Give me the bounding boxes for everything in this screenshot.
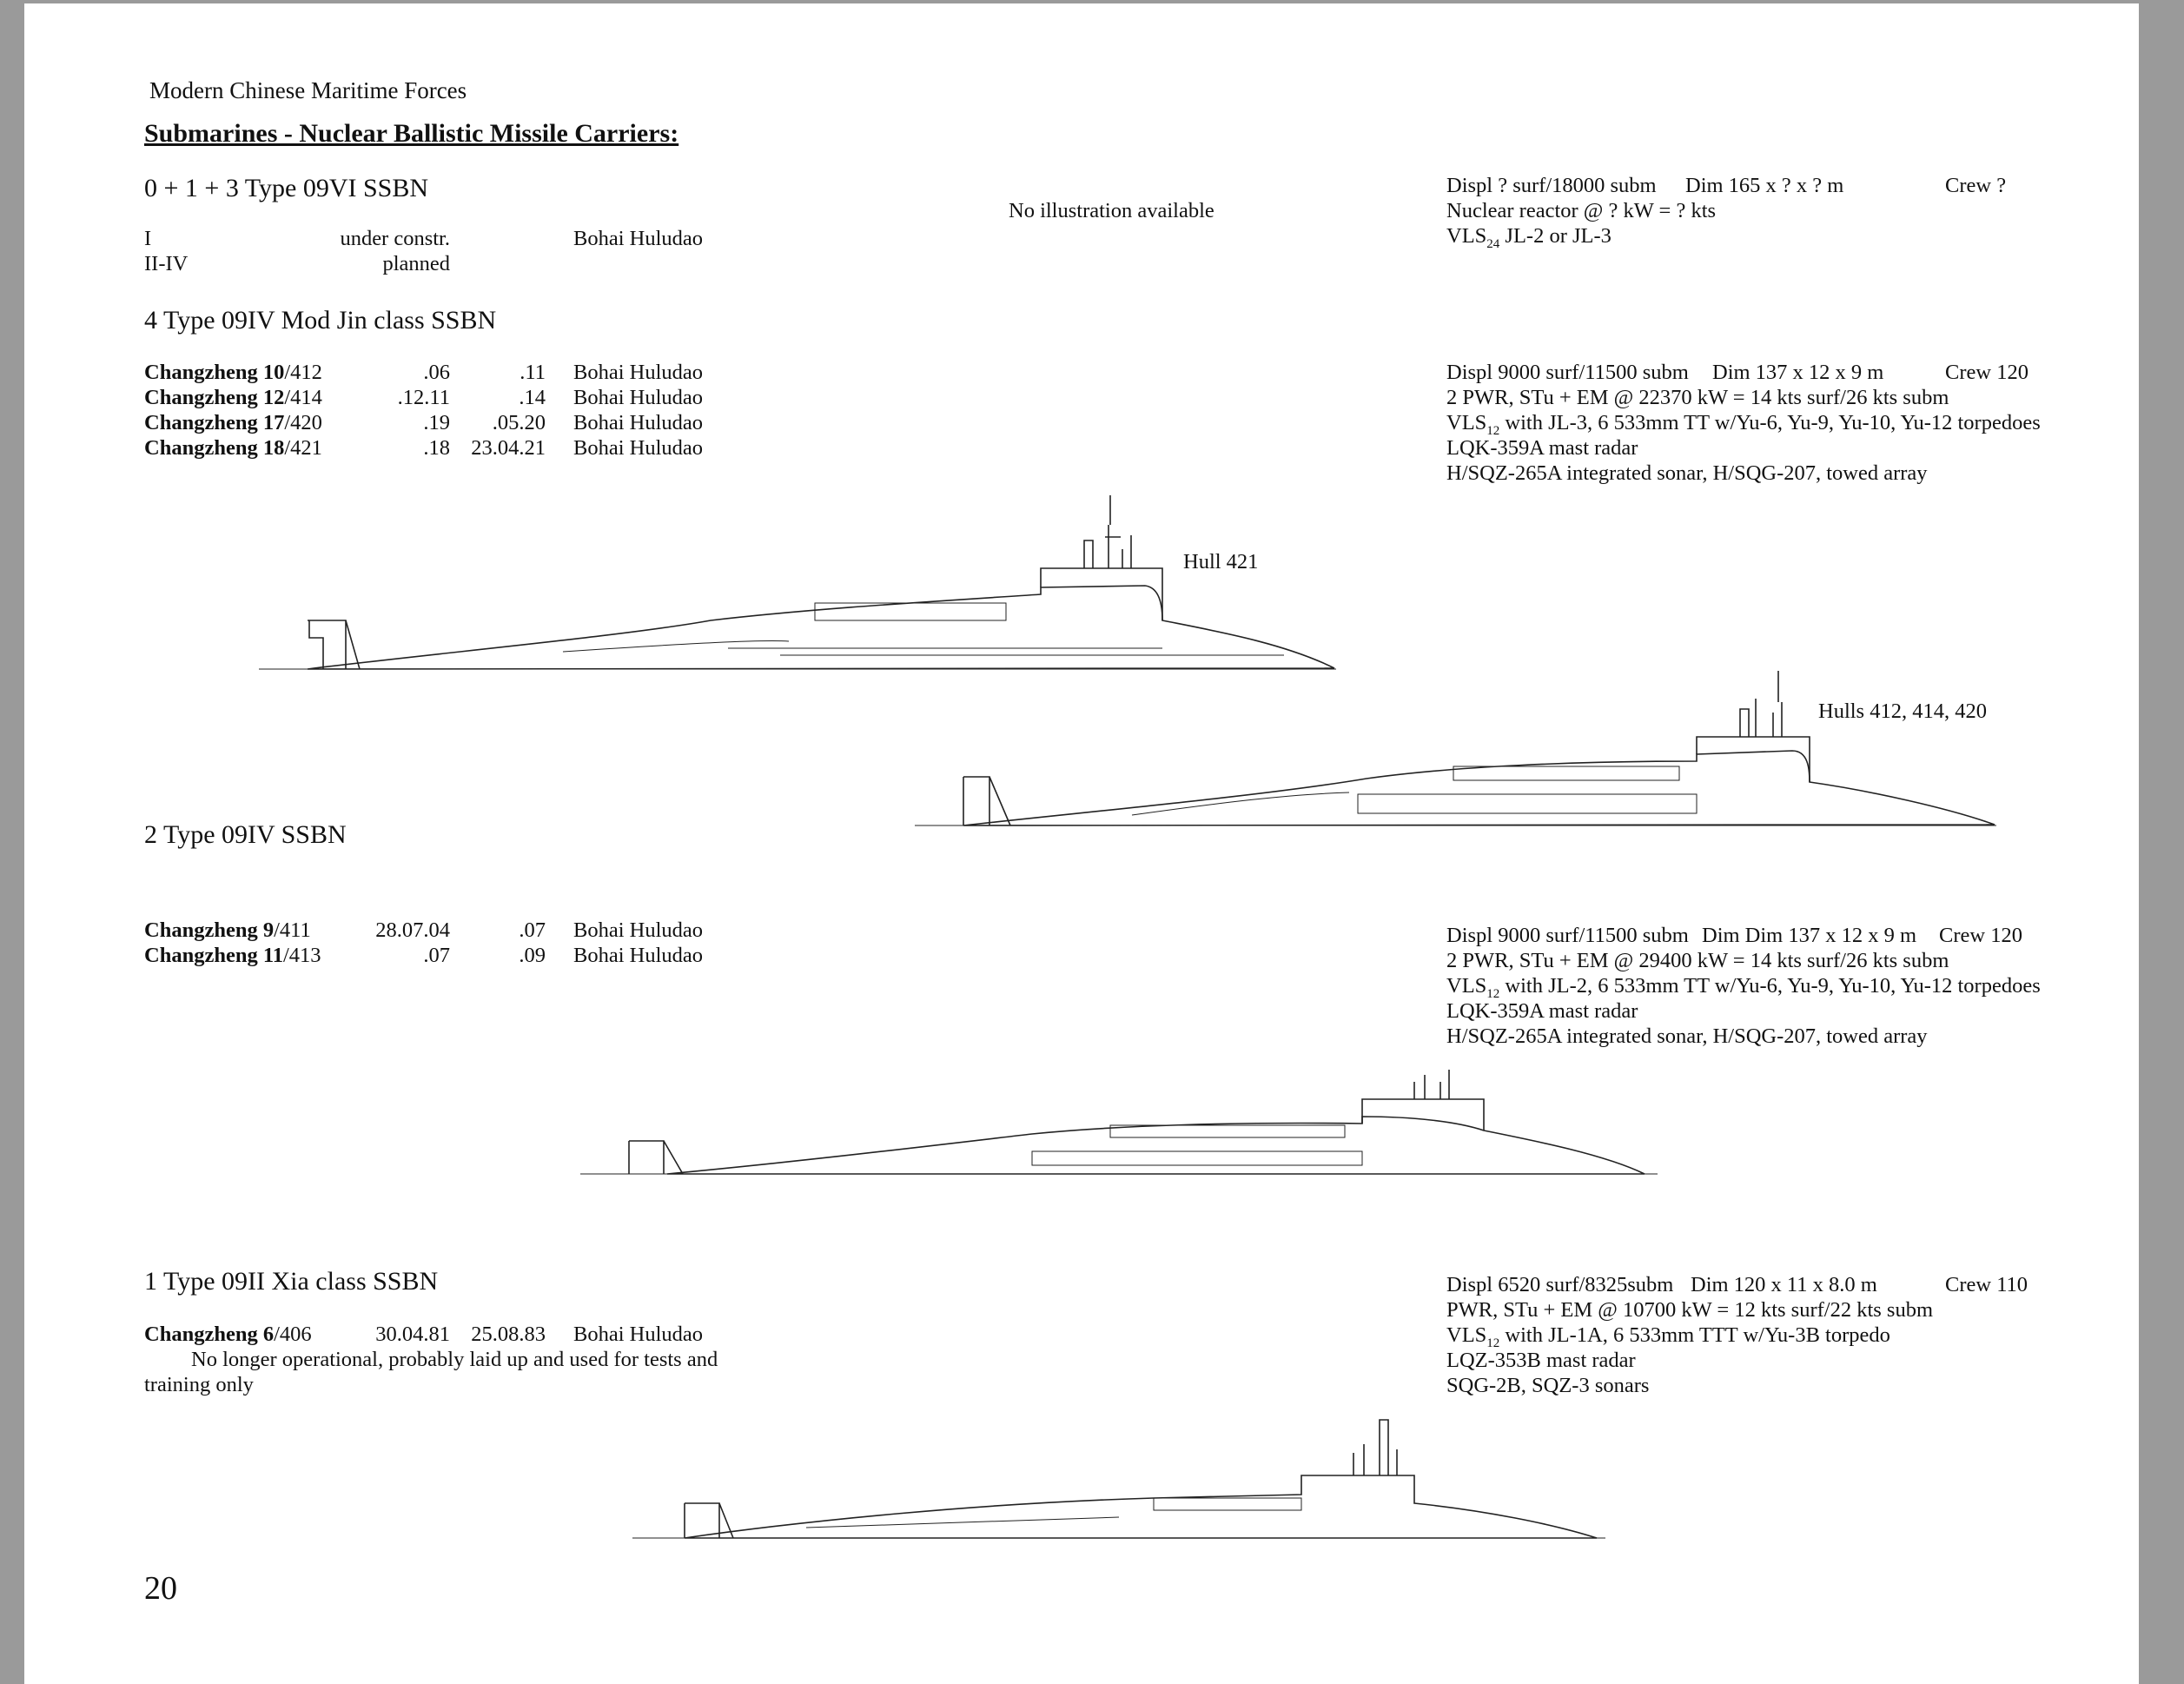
ship-row: Changzheng 9/411: [144, 918, 311, 942]
hull-yard: Bohai Huludao: [573, 227, 704, 250]
caption-hulls-412-414-420: Hulls 412, 414, 420: [1818, 699, 1987, 723]
spec-propulsion: PWR, STu + EM @ 10700 kW = 12 kts surf/2…: [1446, 1298, 1934, 1322]
document-page: Modern Chinese Maritime Forces Submarine…: [24, 3, 2139, 1684]
class-title-09iv-mod: 4 Type 09IV Mod Jin class SSBN: [144, 306, 497, 335]
spec-propulsion: Nuclear reactor @ ? kW = ? kts: [1446, 199, 1717, 222]
status-note-cont: training only: [144, 1373, 254, 1396]
spec-armament: VLS12 with JL-3, 6 533mm TT w/Yu-6, Yu-9…: [1446, 411, 2041, 438]
class-title-09ii: 1 Type 09II Xia class SSBN: [144, 1267, 439, 1296]
spec-dim: Dim 165 x ? x ? m: [1685, 174, 1844, 197]
spec-dim: Dim 137 x 12 x 9 m: [1712, 361, 1884, 384]
hull-name: I: [144, 227, 152, 250]
ship-launched: 23.04.21: [471, 436, 546, 460]
spec-sonar: H/SQZ-265A integrated sonar, H/SQG-207, …: [1446, 1024, 1928, 1048]
ship-row: Changzheng 11/413: [144, 944, 321, 967]
spec-radar: LQK-359A mast radar: [1446, 999, 1638, 1023]
spec-propulsion: 2 PWR, STu + EM @ 22370 kW = 14 kts surf…: [1446, 386, 1949, 409]
ship-row: Changzheng 10/412: [144, 361, 322, 384]
submarine-profile-hulls-412-414-420: [915, 671, 1996, 826]
ship-laid-down: .07: [423, 944, 450, 967]
submarine-profile-hull-421: [259, 495, 1336, 670]
ship-row: Changzheng 6/406: [144, 1323, 312, 1346]
spec-crew: Crew 110: [1945, 1273, 2028, 1296]
spec-armament: VLS24 JL-2 or JL-3: [1446, 224, 1612, 251]
spec-propulsion: 2 PWR, STu + EM @ 29400 kW = 14 kts surf…: [1446, 949, 1949, 972]
ship-launched: .09: [519, 944, 546, 967]
caption-hull-421: Hull 421: [1183, 550, 1259, 573]
submarine-profile-type-09ii: [632, 1419, 1605, 1539]
ship-yard: Bohai Huludao: [573, 361, 704, 384]
ship-laid-down: .06: [423, 361, 450, 384]
submarine-profile-type-09iv: [580, 1070, 1658, 1175]
hull-status: under constr.: [340, 227, 450, 250]
ship-row: Changzheng 12/414: [144, 386, 322, 409]
ship-laid-down: 30.04.81: [375, 1323, 450, 1346]
spec-crew: Crew ?: [1945, 174, 2007, 197]
ship-yard: Bohai Huludao: [573, 944, 704, 967]
ship-launched: .07: [519, 918, 546, 942]
spec-radar: LQZ-353B mast radar: [1446, 1349, 1636, 1372]
ship-row: Changzheng 18/421: [144, 436, 322, 460]
ship-laid-down: .18: [423, 436, 450, 460]
spec-armament: VLS12 with JL-1A, 6 533mm TTT w/Yu-3B to…: [1446, 1323, 1890, 1350]
spec-radar: LQK-359A mast radar: [1446, 436, 1638, 460]
spec-dim: Dim Dim 137 x 12 x 9 m: [1702, 924, 1917, 947]
page-number: 20: [144, 1570, 177, 1607]
ship-launched: .14: [519, 386, 546, 409]
ship-launched: .11: [520, 361, 546, 384]
ship-yard: Bohai Huludao: [573, 411, 704, 434]
ship-row: Changzheng 17/420: [144, 411, 322, 434]
spec-dim: Dim 120 x 11 x 8.0 m: [1691, 1273, 1877, 1296]
spec-displ: Displ 9000 surf/11500 subm: [1446, 924, 1689, 947]
section-title: Submarines - Nuclear Ballistic Missile C…: [144, 119, 679, 148]
ship-laid-down: .12.11: [397, 386, 450, 409]
ship-launched: 25.08.83: [471, 1323, 546, 1346]
ship-yard: Bohai Huludao: [573, 1323, 704, 1346]
ship-yard: Bohai Huludao: [573, 436, 704, 460]
spec-sonar: SQG-2B, SQZ-3 sonars: [1446, 1374, 1650, 1397]
spec-displ: Displ 9000 surf/11500 subm: [1446, 361, 1689, 384]
ship-yard: Bohai Huludao: [573, 386, 704, 409]
ship-launched: .05.20: [492, 411, 546, 434]
class-title-09vi: 0 + 1 + 3 Type 09VI SSBN: [144, 174, 429, 202]
hull-name: II-IV: [144, 252, 189, 275]
status-note: No longer operational, probably laid up …: [191, 1348, 718, 1371]
ship-laid-down: 28.07.04: [375, 918, 450, 942]
spec-displ: Displ 6520 surf/8325subm: [1446, 1273, 1674, 1296]
spec-displ: Displ ? surf/18000 subm: [1446, 174, 1657, 197]
spec-armament: VLS12 with JL-2, 6 533mm TT w/Yu-6, Yu-9…: [1446, 974, 2041, 1001]
book-title: Modern Chinese Maritime Forces: [149, 77, 467, 103]
spec-crew: Crew 120: [1939, 924, 2022, 947]
spec-crew: Crew 120: [1945, 361, 2028, 384]
ship-yard: Bohai Huludao: [573, 918, 704, 942]
class-title-09iv: 2 Type 09IV SSBN: [144, 820, 347, 849]
spec-sonar: H/SQZ-265A integrated sonar, H/SQG-207, …: [1446, 461, 1928, 485]
no-illustration-note: No illustration available: [1009, 199, 1214, 222]
ship-laid-down: .19: [423, 411, 450, 434]
hull-status: planned: [382, 252, 450, 275]
